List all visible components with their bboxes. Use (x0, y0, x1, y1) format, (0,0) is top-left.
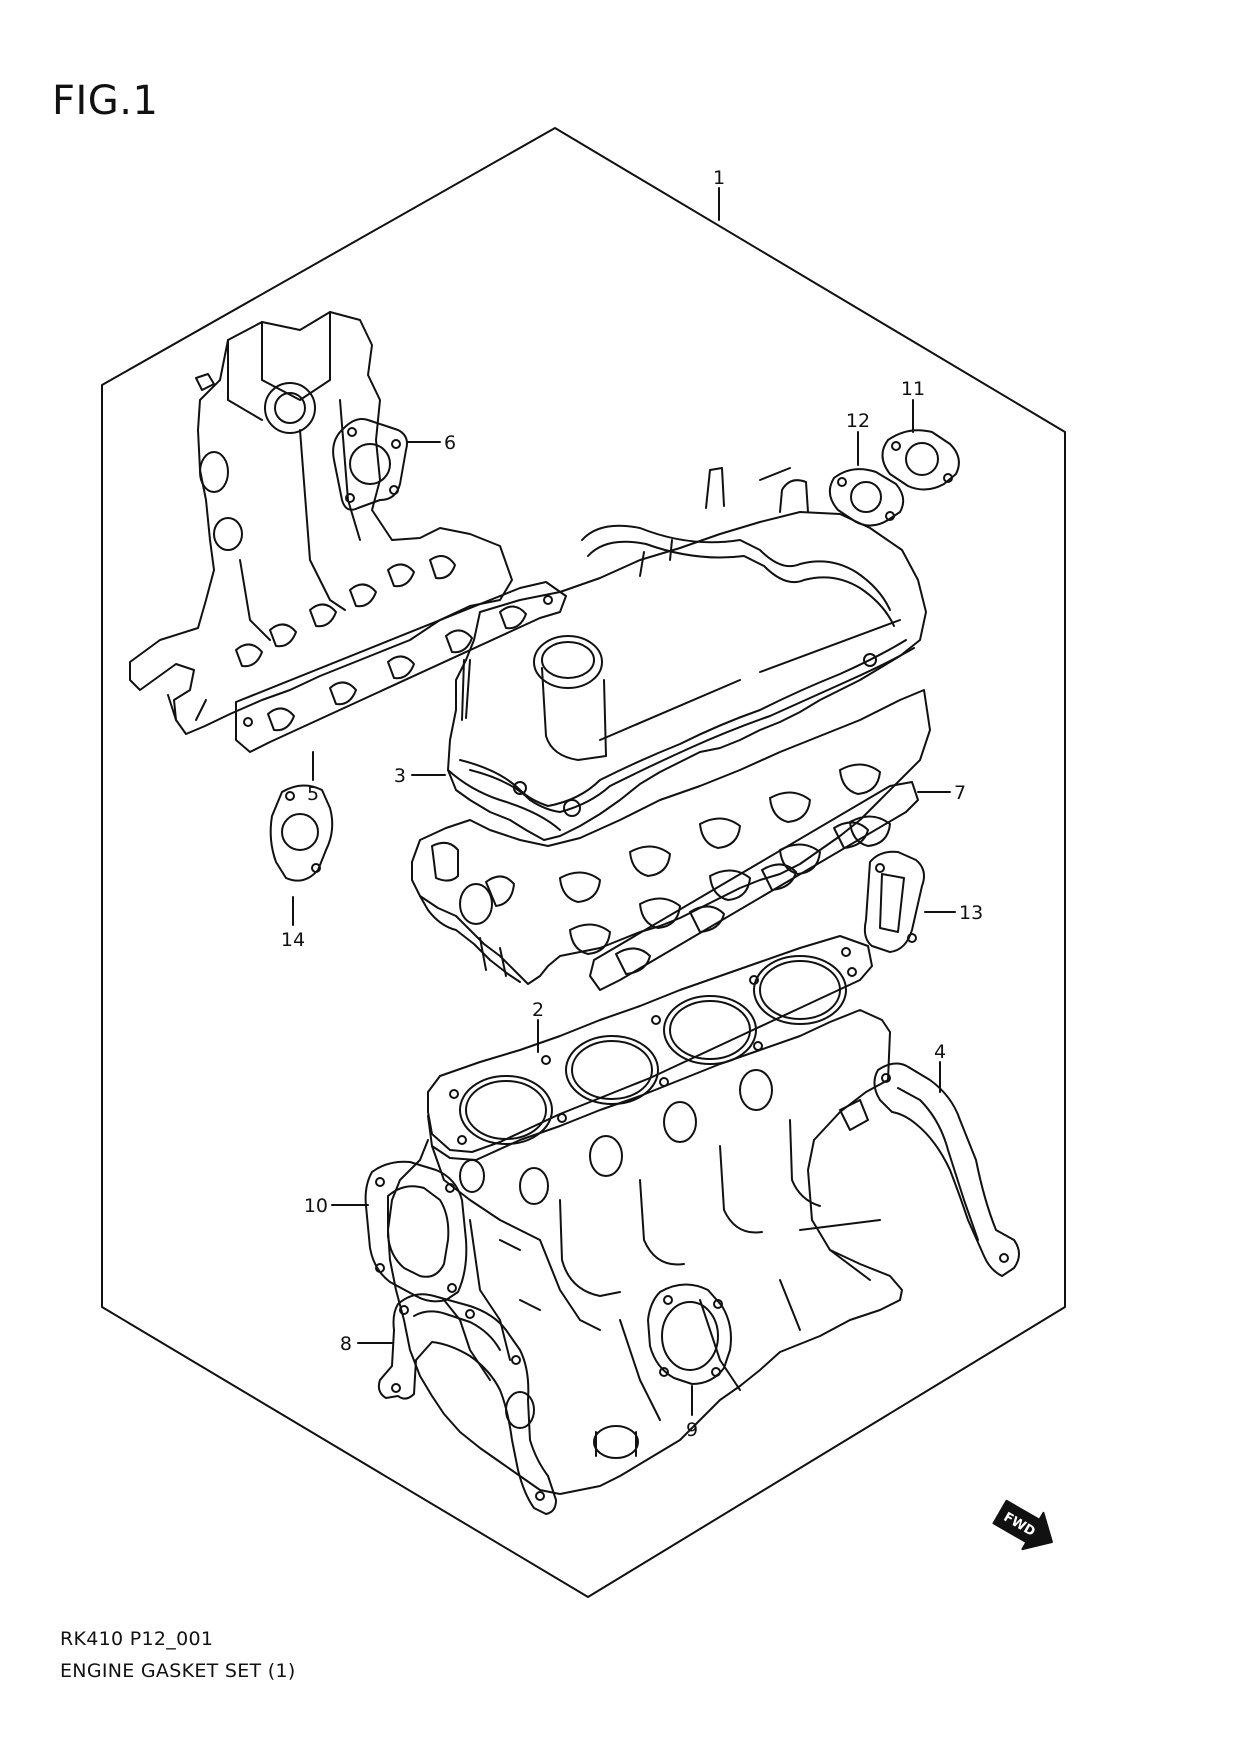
callout-14: 14 (281, 929, 305, 951)
rear-oil-seal-gasket-drawing (839, 1062, 1020, 1277)
diagram-code: RK410 P12_001 (60, 1628, 214, 1650)
callout-12: 12 (846, 410, 870, 432)
cylinder-head-cover-drawing (447, 467, 927, 841)
callout-6: 6 (444, 432, 456, 454)
callout-1: 1 (713, 167, 725, 189)
oil-seal-gasket-12-drawing (828, 468, 905, 527)
water-outlet-gasket-drawing (269, 784, 334, 882)
cylinder-head-gasket-drawing (427, 935, 873, 1153)
callout-8: 8 (340, 1333, 352, 1355)
oil-seal-gasket-11-drawing (881, 429, 960, 491)
figure-title: FIG.1 (52, 78, 159, 124)
cylinder-head-drawing (411, 689, 931, 985)
callout-7: 7 (954, 782, 966, 804)
crankshaft-seal-gasket-drawing (647, 1283, 732, 1385)
diagram-name: ENGINE GASKET SET (1) (60, 1660, 296, 1682)
callout-2: 2 (532, 999, 544, 1021)
oil-pump-gasket-drawing (377, 1293, 557, 1515)
callout-13: 13 (959, 902, 983, 924)
intake-manifold-drawing (129, 311, 513, 735)
fwd-direction-badge: FWD (992, 1499, 1053, 1551)
thermostat-gasket-drawing (863, 850, 925, 953)
callout-4: 4 (934, 1041, 946, 1063)
callout-10: 10 (304, 1195, 328, 1217)
callout-5: 5 (307, 783, 319, 805)
kit-boundary-outline (101, 127, 1066, 1598)
callout-3: 3 (394, 765, 406, 787)
callout-9: 9 (686, 1419, 698, 1441)
callout-11: 11 (901, 378, 925, 400)
intake-manifold-gasket-drawing (235, 581, 567, 753)
throttle-body-gasket-drawing (332, 418, 408, 511)
cylinder-block-drawing (387, 1009, 903, 1495)
water-pump-gasket-drawing (364, 1160, 468, 1303)
exhaust-manifold-gasket-drawing (589, 781, 919, 991)
fwd-arrow-icon (992, 1499, 1053, 1551)
